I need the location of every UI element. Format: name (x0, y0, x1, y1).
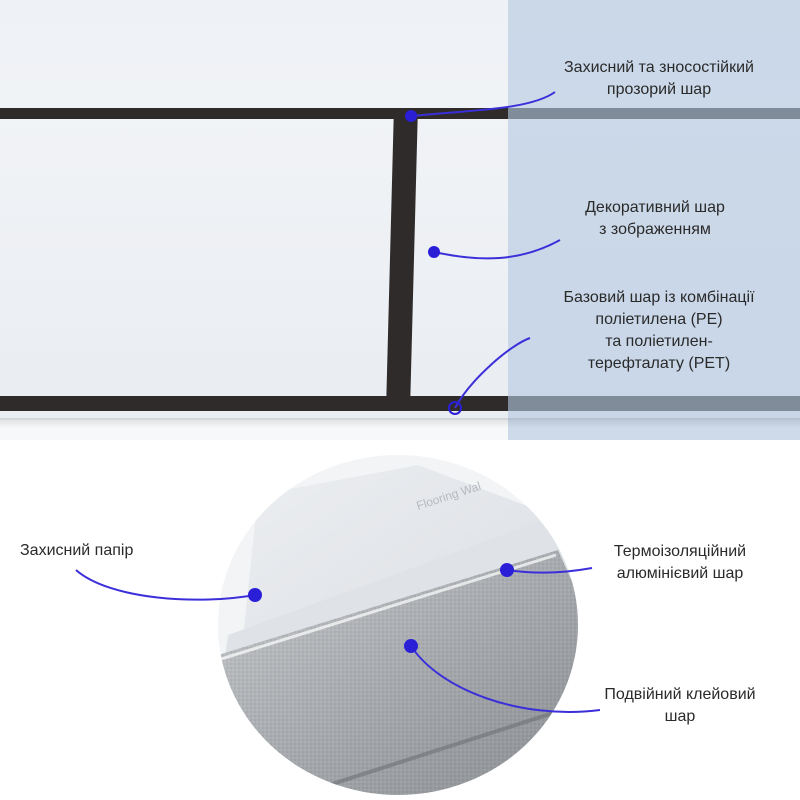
leader-line-paper (75, 569, 256, 601)
label-base-layer: Базовий шар із комбінації поліетилена (P… (528, 287, 790, 375)
leader-line-aluminium (506, 567, 593, 574)
label-line: шар (664, 708, 696, 725)
label-line: Термоізоляційний (613, 543, 747, 560)
marker-dot-protective (405, 110, 417, 122)
label-protective-paper: Захисний папір (20, 540, 190, 562)
label-decorative-layer: Декоративний шар з зображенням (540, 197, 770, 241)
leader-line-base (454, 337, 531, 409)
label-line: Захисний та зносостійкий (564, 59, 754, 76)
tile-cross-section (0, 0, 800, 440)
leader-line-decorative (433, 239, 561, 260)
backing-zoom-circle: Flooring Wal (218, 455, 578, 795)
label-protective-layer: Захисний та зносостійкий прозорий шар (528, 57, 790, 101)
label-line: Подвійний клейовий (604, 686, 756, 703)
leader-line-protective (410, 91, 556, 117)
highlight-tint (508, 0, 800, 440)
label-line: поліетилена (PE) (595, 311, 723, 328)
marker-dot-adhesive (404, 639, 418, 653)
label-line: терефталату (PET) (587, 355, 731, 372)
marker-ring-base (448, 401, 462, 415)
backing-illustration: Flooring Wal (218, 455, 578, 795)
label-line: алюмінієвий шар (616, 565, 744, 582)
marker-dot-aluminium (500, 563, 514, 577)
label-line: з зображенням (599, 221, 711, 238)
label-line: Базовий шар із комбінації (563, 289, 755, 306)
marker-dot-decorative (428, 246, 440, 258)
label-line: Декоративний шар (585, 199, 725, 216)
label-line: та поліетилен- (605, 333, 713, 350)
leader-line-adhesive (410, 645, 601, 713)
label-line: Захисний папір (20, 542, 134, 559)
label-aluminium-layer: Термоізоляційний алюмінієвий шар (585, 541, 775, 585)
marker-dot-paper (248, 588, 262, 602)
label-line: прозорий шар (606, 81, 712, 98)
layer-highlight (218, 553, 557, 662)
label-adhesive-layer: Подвійний клейовий шар (575, 684, 785, 728)
edge-shadow (0, 418, 800, 428)
adhesive-edge (297, 703, 578, 795)
